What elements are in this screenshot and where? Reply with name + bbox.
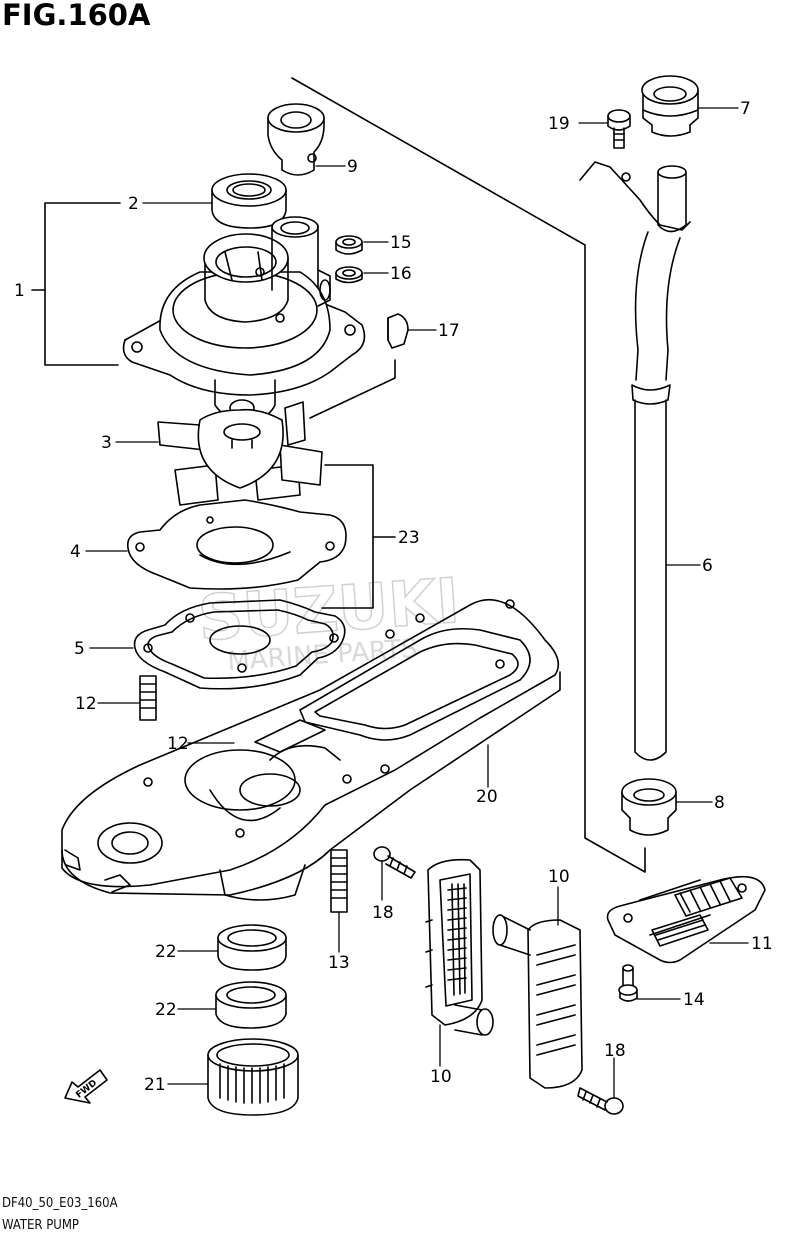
callout-1: 1 [14,281,25,301]
callout-2: 2 [128,194,139,214]
part-22-seal-upper [217,924,287,971]
part-10-strainer-left [425,858,494,1036]
part-14-bolt [618,964,638,1002]
callout-3: 3 [101,433,112,453]
callout-18-a: 18 [372,903,394,923]
callout-14: 14 [683,990,705,1010]
callout-5: 5 [74,639,85,659]
part-1-pump-case [122,216,366,423]
callout-12-a: 12 [75,694,97,714]
callout-16: 16 [390,264,412,284]
callouts: 1 2 3 4 5 6 7 8 9 10 10 11 12 12 13 14 1… [14,99,773,1095]
part-4-plate [126,499,347,590]
part-22-seal-lower [215,981,287,1029]
part-17-key [387,313,409,349]
part-21-bearing [207,1038,299,1116]
callout-20: 20 [476,787,498,807]
callout-11: 11 [751,934,773,954]
part-15-nut [335,235,363,255]
part-8-grommet [621,778,677,836]
part-18-screw-upper [373,846,416,879]
footer-diagram-name: WATER PUMP [2,1218,79,1233]
callout-22-b: 22 [155,1000,177,1020]
callout-21: 21 [144,1075,166,1095]
callout-10-b: 10 [430,1067,452,1087]
part-5-gasket [133,599,346,690]
callout-12-b: 12 [167,734,189,754]
callout-19: 19 [548,114,570,134]
callout-23: 23 [398,528,420,548]
part-16-washer [335,266,363,284]
leader-17-box [309,359,396,419]
reference-line-right [291,77,646,873]
callout-4: 4 [70,542,81,562]
callout-9: 9 [347,157,358,177]
part-12-stud-upper [139,675,157,721]
bracket-1 [44,202,121,366]
part-20-base-plate [61,598,561,901]
callout-8: 8 [714,793,725,813]
footer-diagram-code: DF40_50_E03_160A [2,1196,118,1211]
part-6-water-tube [579,161,691,761]
callout-13: 13 [328,953,350,973]
part-18-screw-lower [577,1087,624,1115]
callout-17: 17 [438,321,460,341]
callout-18-b: 18 [604,1041,626,1061]
part-11-screen [606,875,766,964]
callout-10-a: 10 [548,867,570,887]
callout-15: 15 [390,233,412,253]
part-2-seal [211,173,287,229]
part-3-impeller [157,401,323,506]
part-7-grommet [641,75,699,137]
part-19-bolt [607,109,631,149]
callout-6: 6 [702,556,713,576]
figure-title: FIG.160A [2,0,151,32]
callout-7: 7 [740,99,751,119]
leader-lines [85,107,749,1099]
part-13-stud [330,849,348,913]
part-9-bushing [267,103,325,176]
fwd-arrow-icon [64,1069,108,1104]
part-10-strainer-right [492,914,583,1089]
callout-22-a: 22 [155,942,177,962]
